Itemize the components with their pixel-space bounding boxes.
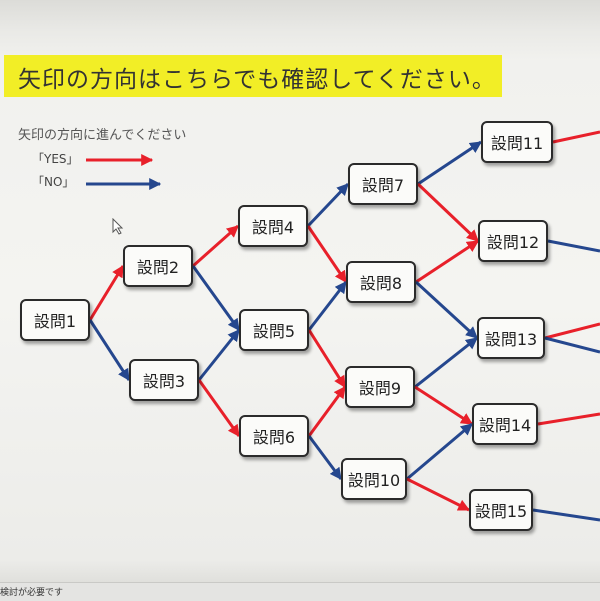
- node-q10[interactable]: 設問10: [341, 458, 407, 500]
- edge-q10-q14-no: [406, 422, 473, 481]
- banner-title: 矢印の方向はこちらでも確認してください。: [18, 67, 496, 93]
- edge-q9-q14-yes: [414, 385, 474, 426]
- edge-q14-offscreen-yes: [537, 412, 600, 426]
- node-q15[interactable]: 設問15: [469, 489, 533, 531]
- edge-q10-q15-yes: [406, 477, 471, 512]
- edge-q4-q8-yes: [306, 225, 348, 283]
- edge-q1-q2-yes: [88, 264, 125, 321]
- node-q14[interactable]: 設問14: [472, 403, 538, 445]
- edge-q15-offscreen-no: [532, 508, 600, 522]
- edge-q11-offscreen-yes: [552, 130, 600, 144]
- edge-q2-q5-no: [191, 265, 241, 331]
- edge-q7-q11-no: [417, 140, 482, 186]
- node-q8[interactable]: 設問8: [346, 261, 416, 303]
- banner-highlight: [4, 55, 502, 97]
- node-q4[interactable]: 設問4: [238, 205, 308, 247]
- node-q9[interactable]: 設問9: [345, 366, 415, 408]
- edge-q1-q3-no: [88, 319, 131, 382]
- node-q1[interactable]: 設問1: [20, 299, 90, 341]
- edge-q13-offscreen-no: [544, 336, 600, 354]
- edge-q9-q13-no: [414, 336, 478, 389]
- node-q3[interactable]: 設問3: [129, 359, 199, 401]
- node-q13[interactable]: 設問13: [477, 317, 545, 359]
- status-bar-text: 検討が必要です: [0, 588, 64, 598]
- edge-q4-q7-no: [306, 182, 350, 228]
- edge-q3-q5-no: [197, 329, 241, 381]
- edge-q6-q9-yes: [307, 386, 347, 437]
- edge-q3-q6-yes: [197, 379, 241, 437]
- edge-q12-offscreen-no: [547, 239, 600, 253]
- legend-no-label: 「NO」: [32, 175, 75, 189]
- instruction-text: 矢印の方向に進んでください: [18, 128, 187, 143]
- edge-q5-q8-no: [307, 281, 348, 331]
- legend-yes-label: 「YES」: [32, 152, 79, 166]
- edge-q7-q12-yes: [416, 182, 480, 243]
- edge-q5-q9-yes: [307, 329, 347, 389]
- edge-q8-q13-no: [414, 280, 479, 340]
- mouse-cursor-icon: [112, 218, 124, 235]
- node-q6[interactable]: 設問6: [239, 415, 309, 457]
- node-q12[interactable]: 設問12: [478, 220, 548, 262]
- node-q5[interactable]: 設問5: [239, 309, 309, 351]
- edge-q2-q4-yes: [192, 224, 239, 268]
- node-q7[interactable]: 設問7: [348, 163, 418, 205]
- edge-q8-q12-yes: [415, 239, 480, 284]
- status-bar: [0, 582, 600, 601]
- node-q11[interactable]: 設問11: [481, 121, 553, 163]
- edge-q13-offscreen-yes: [544, 322, 600, 340]
- edge-q6-q10-no: [307, 435, 343, 480]
- node-q2[interactable]: 設問2: [123, 245, 193, 287]
